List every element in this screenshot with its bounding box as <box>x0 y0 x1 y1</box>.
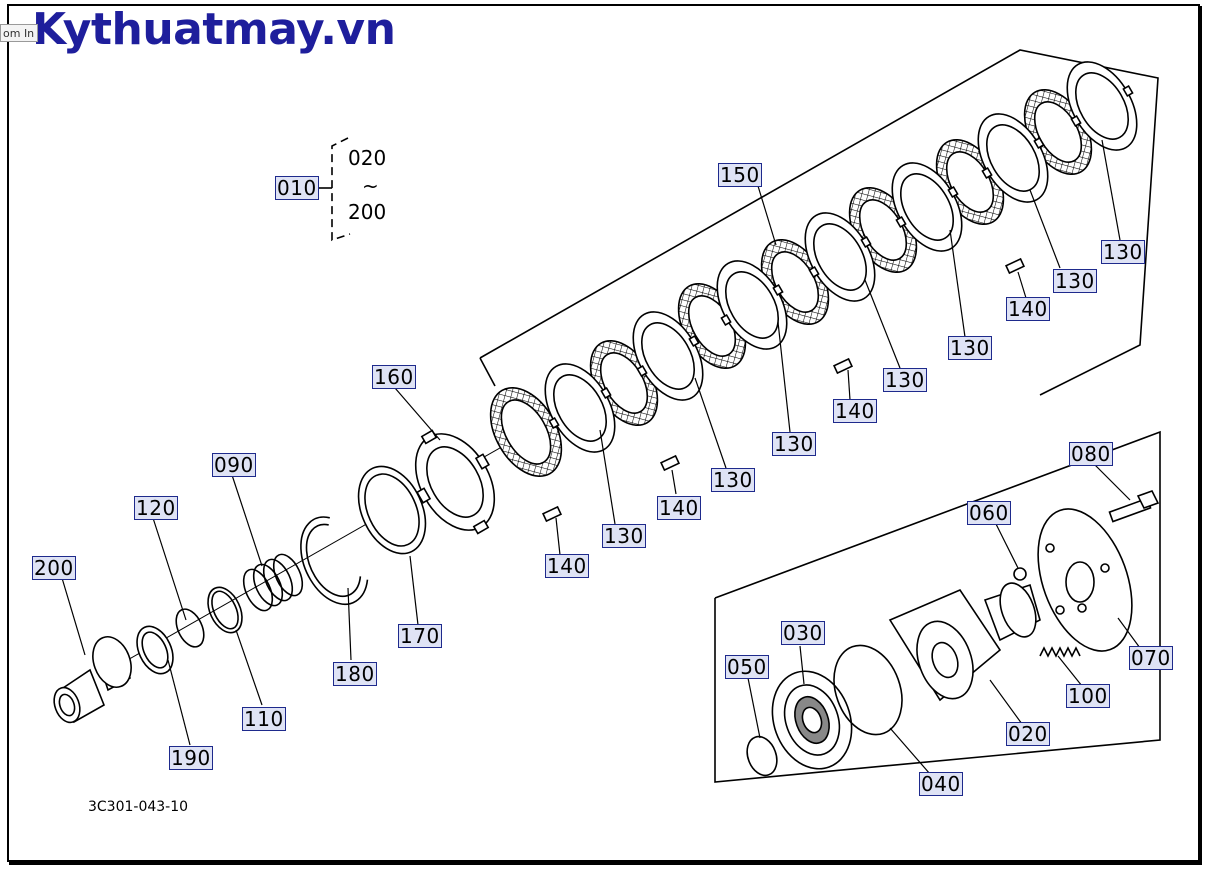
steel-plate-130-set <box>544 61 1138 453</box>
drawing-code: 3C301-043-10 <box>88 799 189 815</box>
seal-190 <box>136 625 174 675</box>
watermark-logo: Kythuatmay.vn <box>32 4 396 55</box>
label-140-b[interactable]: 140 <box>657 496 701 520</box>
label-140-c[interactable]: 140 <box>833 399 877 423</box>
label-010[interactable]: 010 <box>275 176 319 200</box>
ring-110 <box>207 586 243 634</box>
label-100[interactable]: 100 <box>1066 684 1110 708</box>
washer-170 <box>357 465 427 555</box>
label-030[interactable]: 030 <box>781 621 825 645</box>
clutch-pack-bracket <box>479 49 1159 396</box>
label-130-e[interactable]: 130 <box>948 336 992 360</box>
label-200[interactable]: 200 <box>32 556 76 580</box>
piston-assembly-bracket <box>714 430 1161 783</box>
range-to: 200 <box>348 200 387 224</box>
o-ring-050 <box>746 735 778 777</box>
label-130-c[interactable]: 130 <box>772 432 816 456</box>
label-060[interactable]: 060 <box>967 501 1011 525</box>
frame-shadow <box>1199 6 1202 864</box>
label-020[interactable]: 020 <box>1006 722 1050 746</box>
label-190[interactable]: 190 <box>169 746 213 770</box>
label-170[interactable]: 170 <box>398 624 442 648</box>
label-180[interactable]: 180 <box>333 662 377 686</box>
ring-120 <box>175 608 205 648</box>
label-070[interactable]: 070 <box>1129 646 1173 670</box>
label-160[interactable]: 160 <box>372 365 416 389</box>
pin-140-set <box>541 257 1026 523</box>
label-140-a[interactable]: 140 <box>545 554 589 578</box>
label-110[interactable]: 110 <box>242 707 286 731</box>
flange-070 <box>1037 508 1133 652</box>
label-130-g[interactable]: 130 <box>1101 240 1145 264</box>
label-130-a[interactable]: 130 <box>602 524 646 548</box>
cylinder-020 <box>888 582 1041 702</box>
label-130-d[interactable]: 130 <box>883 368 927 392</box>
label-090[interactable]: 090 <box>212 453 256 477</box>
label-080[interactable]: 080 <box>1069 442 1113 466</box>
spring-100 <box>1039 646 1081 658</box>
label-150[interactable]: 150 <box>718 163 762 187</box>
o-ring-040 <box>833 644 903 736</box>
label-130-f[interactable]: 130 <box>1053 269 1097 293</box>
zoom-tooltip[interactable]: om In <box>0 24 38 42</box>
label-120[interactable]: 120 <box>134 496 178 520</box>
frame-shadow-bottom <box>9 862 1202 865</box>
label-130-b[interactable]: 130 <box>711 468 755 492</box>
range-from: 020 <box>348 146 387 170</box>
label-050[interactable]: 050 <box>725 655 769 679</box>
range-separator: ~ <box>362 174 379 198</box>
piston-030 <box>771 670 853 770</box>
range-bracket <box>331 137 351 242</box>
label-140-d[interactable]: 140 <box>1006 297 1050 321</box>
snap-ring-180 <box>300 516 369 605</box>
spring-090 <box>242 553 304 612</box>
label-040[interactable]: 040 <box>919 772 963 796</box>
ring-060 <box>1013 567 1027 581</box>
hub-200 <box>53 636 132 724</box>
bolt-080 <box>1108 490 1160 523</box>
pressure-plate-160 <box>414 429 496 535</box>
